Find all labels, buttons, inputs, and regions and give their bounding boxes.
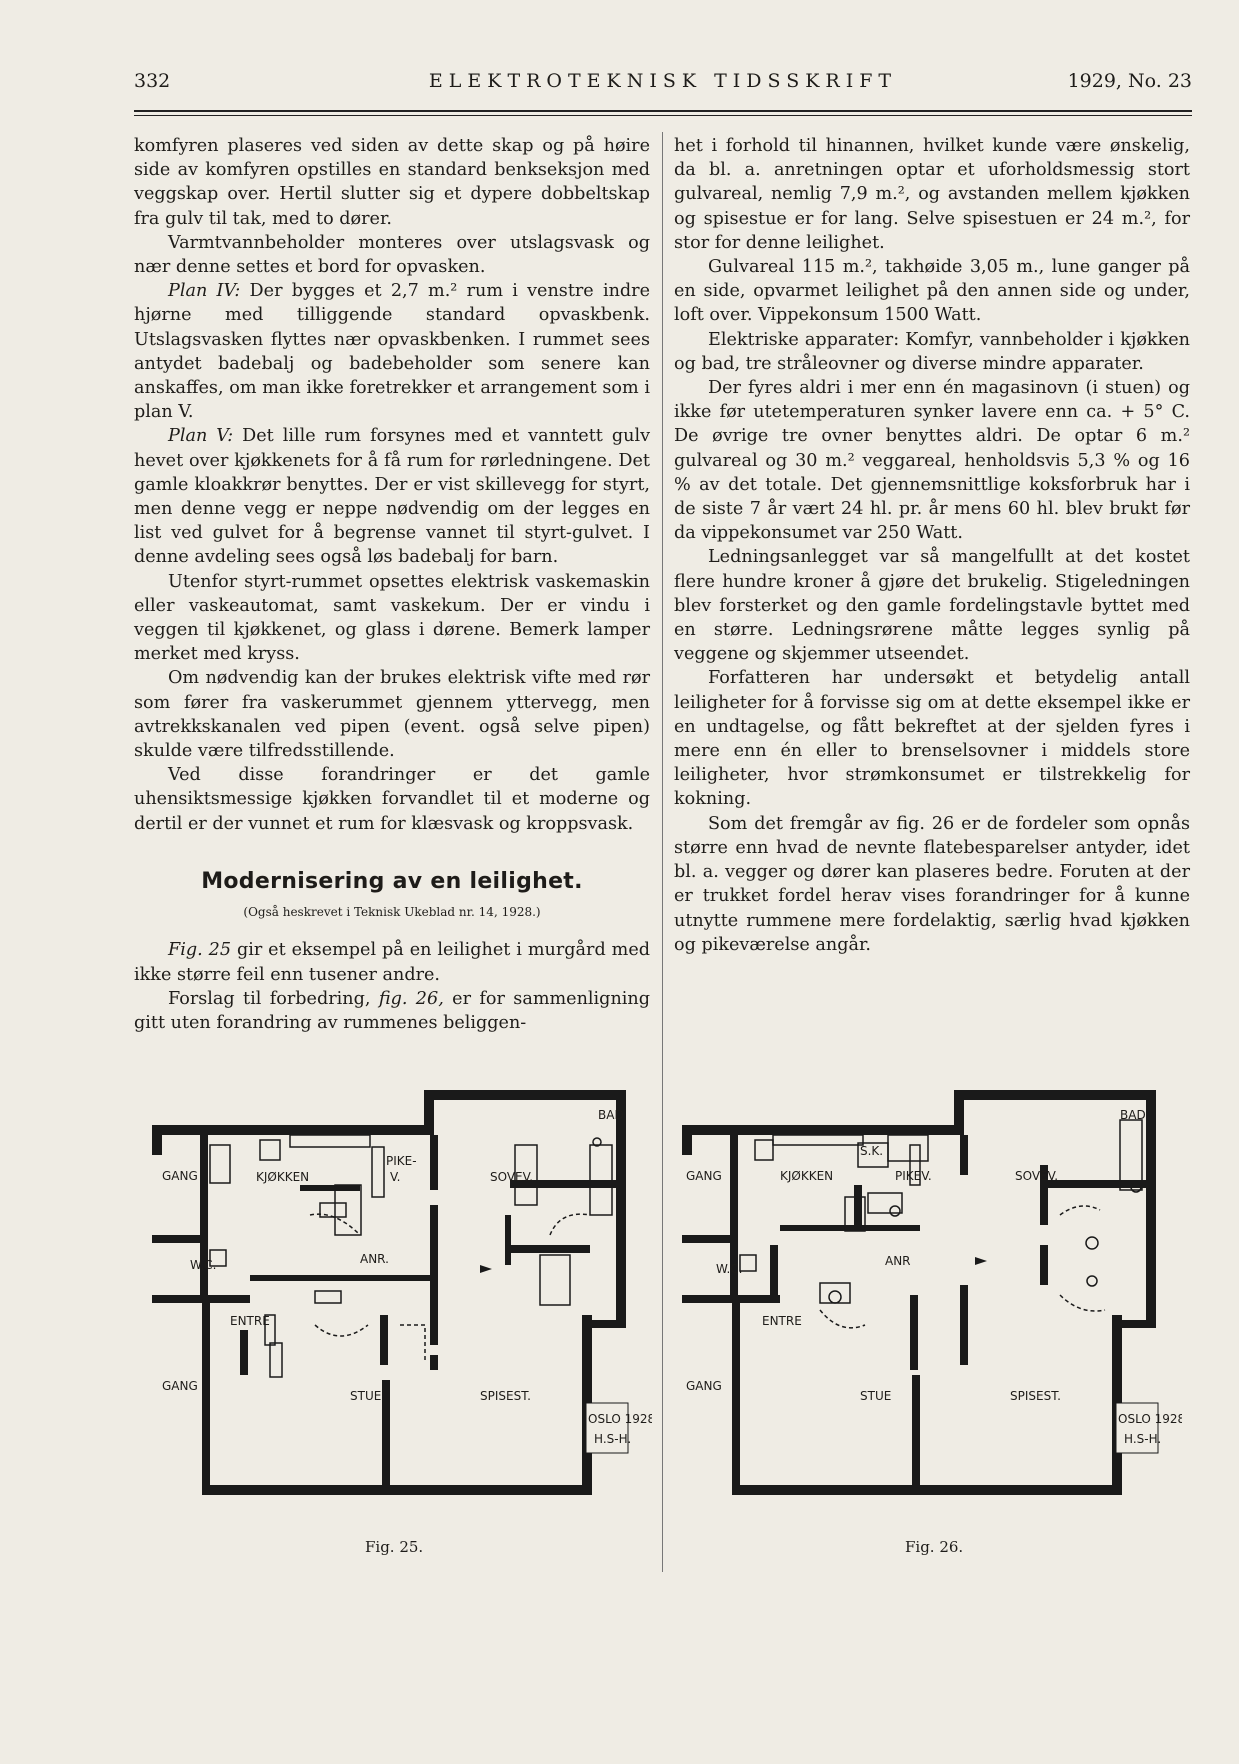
room-label-kitchen: KJØKKEN (780, 1169, 833, 1183)
journal-title: ELEKTROTEKNISK TIDSSKRIFT (428, 70, 898, 92)
right-column: het i forhold til hinannen, hvilket kund… (674, 134, 1190, 957)
room-label-living: STUE (860, 1389, 891, 1403)
room-label-gang: GANG (162, 1169, 198, 1183)
paragraph: Varmtvannbeholder monteres over utslagsv… (134, 232, 650, 278)
room-label-gang: GANG (686, 1169, 722, 1183)
fig26-arrow (975, 1257, 987, 1265)
paragraph: Om nødvendig kan der brukes elektrisk vi… (134, 668, 650, 762)
fig26-fixtures (739, 1119, 1143, 1329)
running-header: 332 ELEKTROTEKNISK TIDSSKRIFT 1929, No. … (134, 70, 1192, 96)
fig26-floor-plan: BAD GANG KJØKKEN S.K. PIKEV. SOVEV. W.C.… (680, 1085, 1182, 1515)
fig25-walls (152, 1090, 626, 1495)
fig26-caption: Fig. 26. (905, 1538, 964, 1556)
paragraph: Utenfor styrt-rummet opsettes elektrisk … (134, 571, 650, 665)
fig26-drawing: BAD GANG KJØKKEN S.K. PIKEV. SOVEV. W.C.… (682, 1090, 1182, 1495)
section-note: (Også heskrevet i Teknisk Ukeblad nr. 14… (243, 905, 541, 920)
header-rule-bottom (134, 115, 1192, 116)
paragraph: Gulvareal 115 m.², takhøide 3,05 m., lun… (674, 257, 1190, 326)
room-label-bedroom: SOVEV. (1015, 1169, 1058, 1183)
fig26-walls (682, 1090, 1156, 1495)
room-label-anr: ANR (885, 1254, 911, 1268)
figure-ref: fig. 26, (378, 988, 444, 1009)
fig26-stamp-box (1115, 1402, 1159, 1454)
paragraph: Fig. 25 gir et eksempel på en leilighet … (134, 940, 651, 985)
column-divider (662, 132, 663, 1572)
paragraph: Som det fremgår av fig. 26 er de fordele… (674, 813, 1190, 955)
drawing-stamp: OSLO 1928 (588, 1412, 652, 1426)
room-label-wc: W.C. (716, 1262, 743, 1276)
fig25-caption: Fig. 25. (365, 1538, 424, 1556)
paragraph: Der fyres aldri i mer enn én magasinovn … (674, 378, 1190, 544)
room-label-bad: BAD (598, 1108, 624, 1122)
room-label-kitchen: KJØKKEN (256, 1170, 309, 1184)
header-rule-top (134, 110, 1192, 112)
room-label-anr: ANR. (360, 1252, 389, 1266)
paragraph: Plan IV: Der bygges et 2,7 m.² rum i ven… (134, 281, 650, 423)
plan-label: Plan IV: (168, 281, 241, 302)
room-label-bedroom: SOVEV. (490, 1170, 533, 1184)
room-label-living: STUE (350, 1389, 381, 1403)
fig25-fixtures (209, 1134, 613, 1378)
room-label-dining: SPISEST. (480, 1389, 531, 1403)
issue-number: 1929, No. 23 (1067, 70, 1192, 92)
paragraph: komfyren plaseres ved siden av dette ska… (134, 136, 650, 229)
paragraph: Ved disse forandringer er det gamle uhen… (134, 765, 650, 834)
paragraph: Ledningsanlegget var så mangelfullt at d… (674, 547, 1190, 665)
page-number: 332 (134, 70, 171, 92)
room-label-gang: GANG (162, 1379, 198, 1393)
room-label-entre: ENTRE (230, 1314, 270, 1328)
drawing-stamp: OSLO 1928 (1118, 1412, 1182, 1426)
figure-ref: Fig. 25 (168, 940, 232, 961)
room-label-maid: PIKEV. (895, 1169, 932, 1183)
paragraph: Plan V: Det lille rum forsynes med et va… (134, 426, 651, 568)
paragraph: Elektriske apparater: Komfyr, vannbehold… (674, 329, 1190, 374)
section-title: Modernisering av en leilighet. (201, 868, 583, 894)
fig25-arrow (480, 1265, 492, 1273)
room-label-wc: W.C. (190, 1258, 217, 1272)
fig25-stamp-box (585, 1402, 629, 1454)
paragraph: Forslag til forbedring, fig. 26, er for … (134, 988, 650, 1033)
drawing-stamp: H.S-H. (594, 1432, 631, 1446)
paragraph: Forfatteren har undersøkt et betydelig a… (674, 668, 1190, 810)
left-column: komfyren plaseres ved siden av dette ska… (134, 134, 650, 1035)
fig25-floor-plan: BAD GANG KJØKKEN PIKE- V. SOVEV. W.C. AN… (150, 1085, 652, 1515)
drawing-stamp: H.S-H. (1124, 1432, 1161, 1446)
room-label-maid: PIKE- (386, 1154, 417, 1168)
fig25-drawing: BAD GANG KJØKKEN PIKE- V. SOVEV. W.C. AN… (152, 1090, 652, 1495)
room-label-dining: SPISEST. (1010, 1389, 1061, 1403)
room-label-cupboard: S.K. (860, 1144, 883, 1158)
room-label-entre: ENTRE (762, 1314, 802, 1328)
room-label-gang: GANG (686, 1379, 722, 1393)
room-label-bad: BAD (1120, 1108, 1146, 1122)
plan-label: Plan V: (168, 426, 234, 447)
paragraph: het i forhold til hinannen, hvilket kund… (674, 136, 1190, 253)
room-label-maid: V. (390, 1170, 400, 1184)
